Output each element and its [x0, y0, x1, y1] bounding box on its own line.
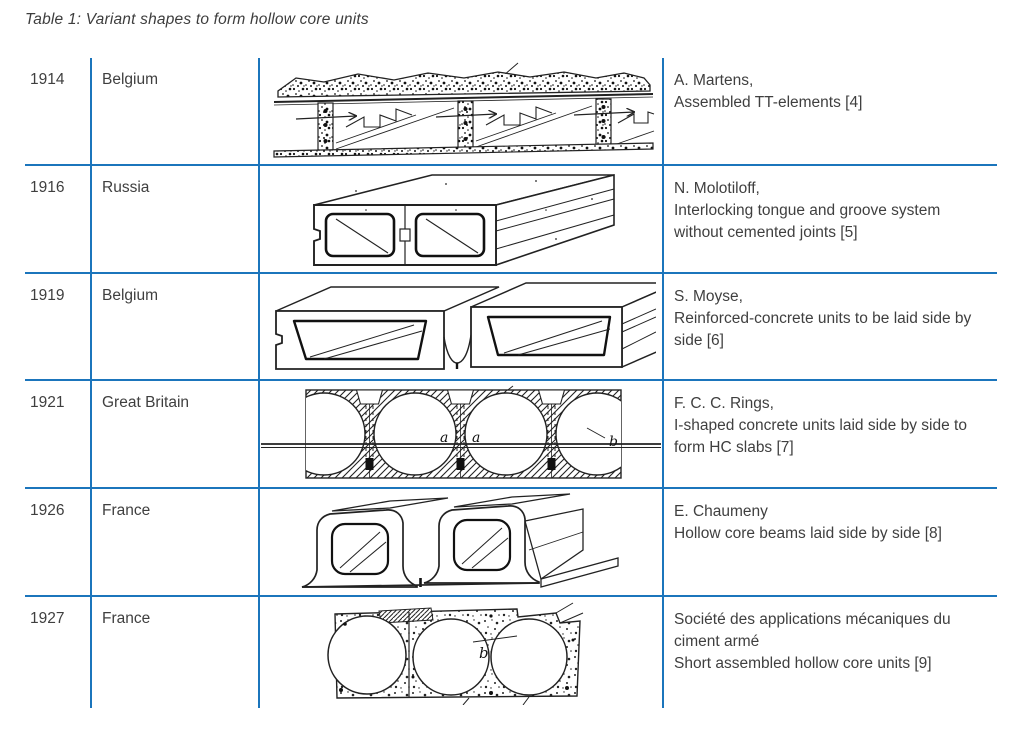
figure-hollow-core-beams	[301, 493, 619, 588]
inventor-name: F. C. C. Rings,	[674, 395, 774, 412]
figure-short-hollow-core-units-section: b	[327, 602, 584, 705]
year-cell: 1921	[30, 394, 65, 411]
invention-description: I-shaped concrete units laid side by sid…	[674, 417, 967, 456]
country-cell: Russia	[90, 166, 258, 272]
table-row: 1914 Belgium	[25, 58, 997, 166]
invention-description: Short assembled hollow core units [9]	[674, 655, 932, 672]
figure-assembled-tt-elements	[273, 62, 655, 158]
table-caption: Table 1: Variant shapes to form hollow c…	[25, 11, 369, 28]
inventor-name: Société des applications mécaniques du c…	[674, 611, 951, 650]
table-row: 1926 France	[25, 489, 997, 597]
section-label-b: b	[479, 644, 489, 662]
invention-description: Assembled TT-elements [4]	[674, 94, 863, 111]
country-cell: France	[90, 489, 258, 595]
country-cell: Belgium	[90, 274, 258, 379]
inventor-name: N. Molotiloff,	[674, 180, 760, 197]
year-cell: 1914	[30, 71, 65, 88]
section-label-a1: a	[440, 430, 448, 446]
year-cell: 1919	[30, 287, 65, 304]
year-cell: 1927	[30, 610, 65, 627]
section-label-a2: a	[472, 430, 480, 446]
country-cell: Great Britain	[90, 381, 258, 487]
table-row: 1921 Great Britain	[25, 381, 997, 489]
table-row: 1927 France b	[25, 597, 997, 708]
description-cell: Société des applications mécaniques du c…	[662, 597, 997, 708]
description-cell: S. Moyse, Reinforced-concrete units to b…	[662, 274, 997, 379]
variant-shapes-table: 1914 Belgium	[25, 58, 997, 708]
inventor-name: S. Moyse,	[674, 288, 743, 305]
figure-interlocking-hollow-block	[313, 173, 615, 267]
invention-description: Hollow core beams laid side by side [8]	[674, 525, 942, 542]
country-cell: France	[90, 597, 258, 708]
inventor-name: E. Chaumeny	[674, 503, 768, 520]
figure-i-shaped-units-cross-section: a a b	[261, 385, 661, 479]
table-row: 1916 Russia	[25, 166, 997, 274]
year-cell: 1926	[30, 502, 65, 519]
description-cell: E. Chaumeny Hollow core beams laid side …	[662, 489, 997, 595]
country-cell: Belgium	[90, 58, 258, 164]
figure-hollow-units-side-by-side	[275, 282, 656, 370]
section-label-b: b	[609, 434, 618, 450]
table-row: 1919 Belgium	[25, 274, 997, 381]
description-cell: A. Martens, Assembled TT-elements [4]	[662, 58, 997, 164]
year-cell: 1916	[30, 179, 65, 196]
description-cell: F. C. C. Rings, I-shaped concrete units …	[662, 381, 997, 487]
inventor-name: A. Martens,	[674, 72, 754, 89]
description-cell: N. Molotiloff, Interlocking tongue and g…	[662, 166, 997, 272]
invention-description: Reinforced-concrete units to be laid sid…	[674, 310, 972, 349]
invention-description: Interlocking tongue and groove system wi…	[674, 202, 941, 241]
